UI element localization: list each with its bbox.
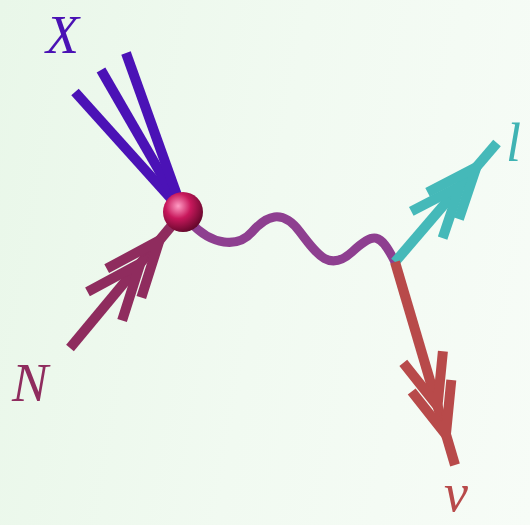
nucleon-line	[70, 212, 183, 348]
boson-wavy-line	[190, 217, 395, 262]
vertex-ball	[163, 192, 203, 232]
neutrino-label: ν	[444, 466, 468, 520]
neutrino-line	[395, 262, 455, 465]
nucleon-label: N	[12, 356, 48, 410]
lepton-label: l	[506, 116, 521, 170]
jet-label: X	[46, 8, 79, 62]
lepton-line	[395, 143, 497, 262]
hadron-jet	[75, 53, 183, 212]
